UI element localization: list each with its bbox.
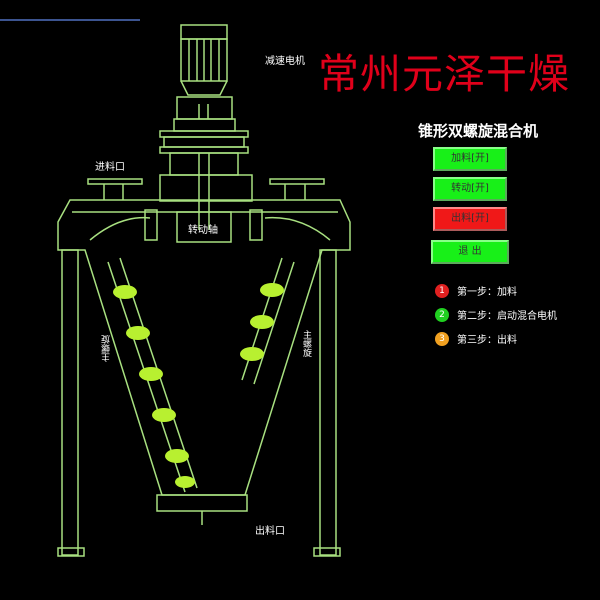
motor-label: 减速电机 bbox=[265, 56, 305, 67]
gearbox bbox=[159, 96, 253, 230]
motor bbox=[180, 24, 228, 96]
step-2-text: 第二步：启动混合电机 bbox=[457, 311, 557, 322]
legs bbox=[57, 249, 341, 557]
step-3-badge: 3 bbox=[435, 331, 449, 346]
outlet-label: 出料口 bbox=[255, 526, 285, 537]
inlet-label: 进料口 bbox=[95, 162, 125, 173]
step-3: 3 第三步：出料 bbox=[435, 331, 517, 346]
step-3-text: 第三步：出料 bbox=[457, 335, 517, 346]
exit-button[interactable]: 退 出 bbox=[431, 240, 509, 264]
cone-body bbox=[57, 199, 351, 525]
screws bbox=[107, 257, 295, 493]
panel-title: 锥形双螺旋混合机 bbox=[418, 122, 539, 140]
brand-title: 常州元泽干燥 bbox=[318, 50, 570, 98]
step-2-badge: 2 bbox=[435, 307, 449, 322]
step-1: 1 第一步：加料 bbox=[435, 283, 517, 298]
step-1-text: 第一步：加料 bbox=[457, 287, 517, 298]
step-1-badge: 1 bbox=[435, 283, 449, 298]
screw-right-label: 主螺旋 bbox=[301, 330, 311, 357]
step-2: 2 第二步：启动混合电机 bbox=[435, 307, 557, 322]
discharge-on-button[interactable]: 出料[开] bbox=[433, 207, 507, 231]
shaft-label: 转动轴 bbox=[188, 225, 218, 236]
rotate-on-button[interactable]: 转动[开] bbox=[433, 177, 507, 201]
inlets bbox=[87, 178, 325, 200]
feed-on-button[interactable]: 加料[开] bbox=[433, 147, 507, 171]
screw-left-label: 主螺旋 bbox=[102, 335, 112, 362]
